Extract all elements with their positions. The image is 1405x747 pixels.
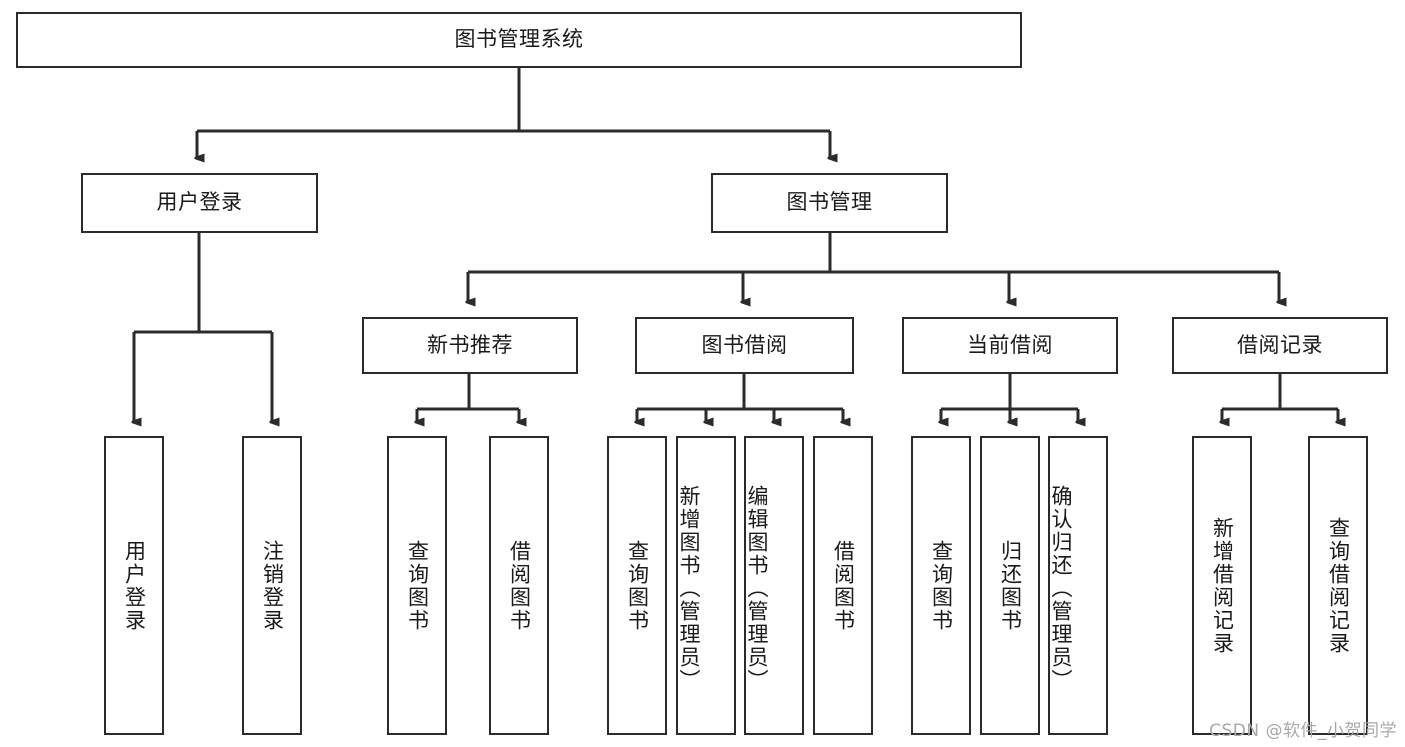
node-leaf-user-login[interactable]: 用户登录 [104, 436, 164, 735]
node-leaf-borrow-book-2[interactable]: 借阅图书 [813, 436, 873, 735]
node-new-book-rec-label: 新书推荐 [427, 332, 513, 357]
node-leaf-edit-book-label: 编辑图书（管理员） [745, 485, 769, 692]
node-leaf-borrow-book-1[interactable]: 借阅图书 [489, 436, 549, 735]
node-leaf-query-record-label: 查询借阅记录 [1326, 516, 1351, 655]
node-root[interactable]: 图书管理系统 [16, 12, 1022, 68]
node-leaf-confirm-return-label: 确认归还（管理员） [1049, 485, 1073, 692]
node-user-login-label: 用户登录 [156, 190, 243, 215]
node-leaf-query-book-3-label: 查询图书 [929, 539, 954, 632]
node-leaf-add-book-label: 新增图书（管理员） [677, 485, 701, 692]
node-leaf-query-book-2-label: 查询图书 [625, 539, 650, 632]
node-root-label: 图书管理系统 [454, 27, 584, 52]
node-leaf-borrow-book-1-label: 借阅图书 [507, 539, 532, 632]
node-book-borrow[interactable]: 图书借阅 [635, 317, 854, 374]
node-leaf-user-logout-label: 注销登录 [260, 539, 285, 632]
node-leaf-borrow-book-2-label: 借阅图书 [831, 539, 856, 632]
csdn-watermark: CSDN @软件_小贺同学 [1209, 721, 1397, 741]
node-leaf-query-book-3[interactable]: 查询图书 [911, 436, 971, 735]
node-leaf-query-book-1-label: 查询图书 [405, 539, 430, 632]
node-book-manage[interactable]: 图书管理 [711, 173, 948, 233]
node-current-borrow-label: 当前借阅 [967, 332, 1053, 357]
node-borrow-record[interactable]: 借阅记录 [1172, 317, 1388, 374]
node-leaf-edit-book[interactable]: 编辑图书（管理员） [744, 436, 804, 735]
node-leaf-confirm-return[interactable]: 确认归还（管理员） [1048, 436, 1108, 735]
node-leaf-query-record[interactable]: 查询借阅记录 [1308, 436, 1368, 735]
node-leaf-query-book-2[interactable]: 查询图书 [607, 436, 667, 735]
node-leaf-return-book[interactable]: 归还图书 [980, 436, 1040, 735]
node-new-book-rec[interactable]: 新书推荐 [362, 317, 578, 374]
node-leaf-add-book[interactable]: 新增图书（管理员） [676, 436, 736, 735]
node-user-login[interactable]: 用户登录 [81, 173, 318, 233]
node-book-manage-label: 图书管理 [786, 190, 873, 215]
node-book-borrow-label: 图书借阅 [701, 332, 788, 357]
node-current-borrow[interactable]: 当前借阅 [902, 317, 1118, 374]
node-leaf-add-record[interactable]: 新增借阅记录 [1192, 436, 1252, 735]
node-leaf-user-login-label: 用户登录 [122, 539, 147, 632]
node-leaf-query-book-1[interactable]: 查询图书 [387, 436, 447, 735]
node-borrow-record-label: 借阅记录 [1237, 332, 1323, 357]
node-leaf-add-record-label: 新增借阅记录 [1210, 516, 1235, 655]
node-leaf-user-logout[interactable]: 注销登录 [242, 436, 302, 735]
node-leaf-return-book-label: 归还图书 [998, 539, 1023, 632]
